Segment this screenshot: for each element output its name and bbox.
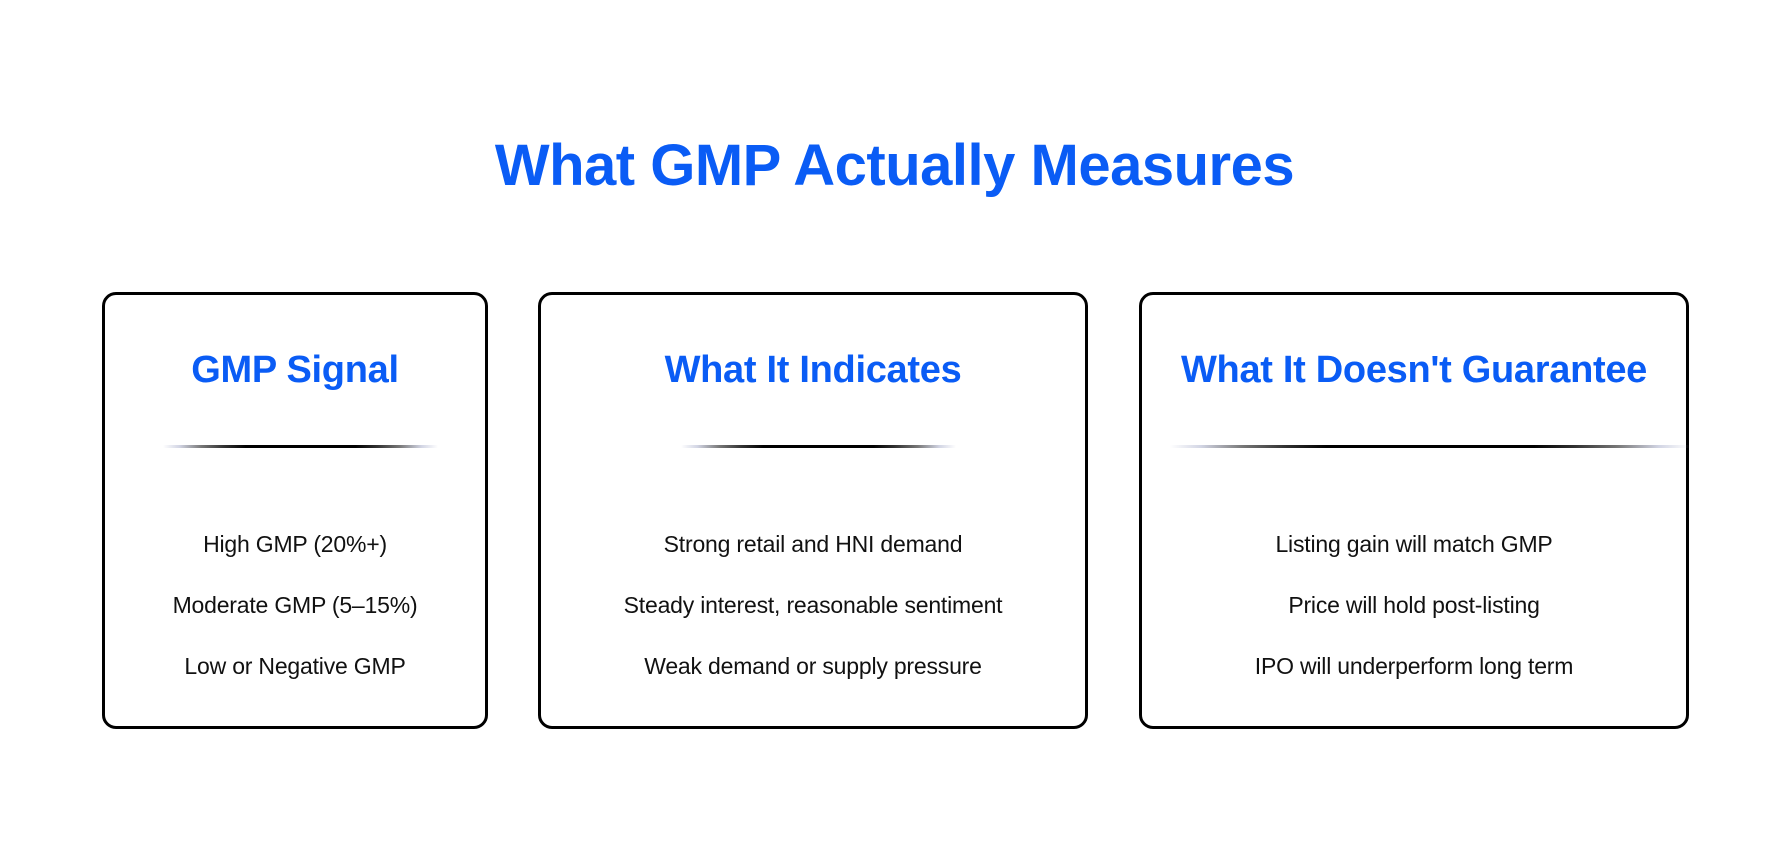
card-heading: GMP Signal xyxy=(191,349,399,391)
list-item: Price will hold post-listing xyxy=(1288,592,1540,618)
card-what-it-indicates: What It Indicates Strong retail and HNI … xyxy=(538,292,1088,729)
card-heading: What It Doesn't Guarantee xyxy=(1180,349,1648,391)
card-item-list: Listing gain will match GMP Price will h… xyxy=(1142,514,1686,697)
card-heading: What It Indicates xyxy=(664,349,962,391)
list-item: Strong retail and HNI demand xyxy=(663,531,963,557)
list-item: Steady interest, reasonable sentiment xyxy=(623,592,1003,618)
list-item: Moderate GMP (5–15%) xyxy=(172,592,418,618)
list-item: Listing gain will match GMP xyxy=(1275,531,1553,557)
card-what-it-doesnt-guarantee: What It Doesn't Guarantee Listing gain w… xyxy=(1139,292,1690,729)
card-item-list: High GMP (20%+) Moderate GMP (5–15%) Low… xyxy=(105,514,485,697)
divider xyxy=(1170,445,1690,448)
list-item: Low or Negative GMP xyxy=(184,653,406,679)
page-title: What GMP Actually Measures xyxy=(494,133,1295,198)
list-item: Weak demand or supply pressure xyxy=(644,653,982,679)
divider xyxy=(163,445,438,448)
list-item: IPO will underperform long term xyxy=(1254,653,1574,679)
divider xyxy=(681,445,956,448)
list-item: High GMP (20%+) xyxy=(203,531,387,557)
card-item-list: Strong retail and HNI demand Steady inte… xyxy=(541,514,1085,697)
card-gmp-signal: GMP Signal High GMP (20%+) Moderate GMP … xyxy=(102,292,488,729)
